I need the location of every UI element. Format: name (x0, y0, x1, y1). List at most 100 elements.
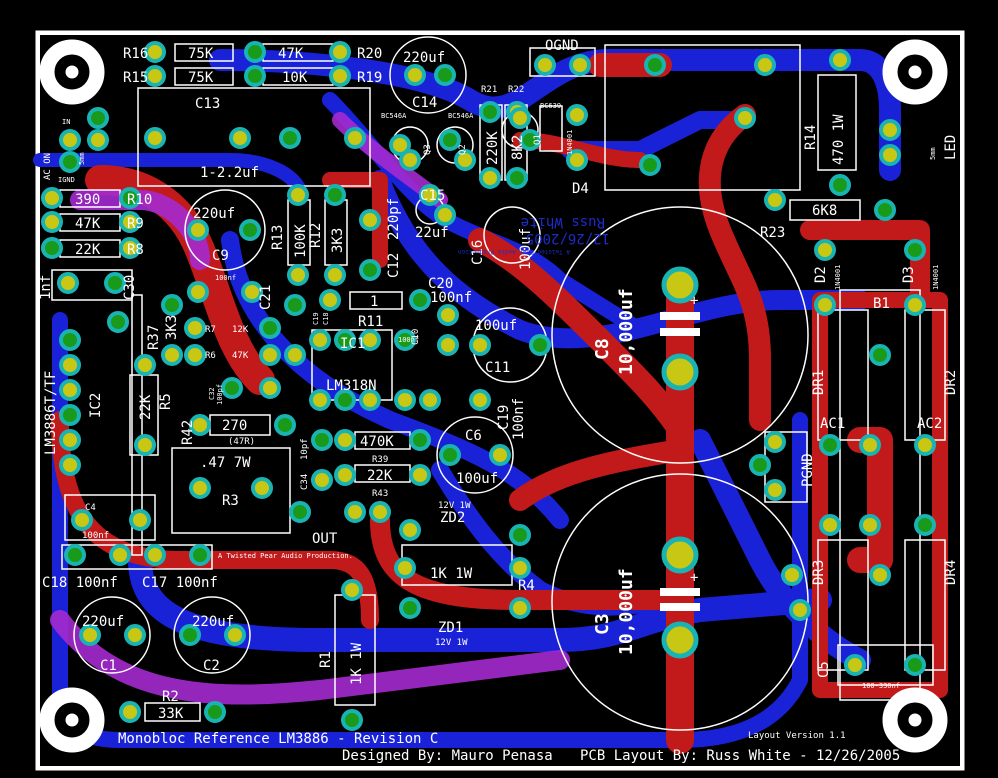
pad (479, 101, 501, 123)
pad (359, 259, 381, 281)
c4-label: C4 (85, 503, 96, 513)
r37-label: R37 (146, 325, 162, 350)
pad (764, 189, 786, 211)
pad (319, 289, 341, 311)
pad (274, 414, 296, 436)
pad (59, 151, 81, 173)
pad (334, 429, 356, 451)
r2-value: 33K (158, 706, 184, 722)
pad (814, 239, 836, 261)
twisted-label: A Twisted Pear Audio Production. (218, 552, 353, 560)
pad (399, 149, 421, 171)
pad (566, 104, 588, 126)
pad (189, 414, 211, 436)
pad (59, 354, 81, 376)
r7-label: R7 (205, 325, 216, 335)
pad (569, 54, 591, 76)
ac2-label: AC2 (917, 416, 942, 432)
pad (869, 564, 891, 586)
r2-label: R2 (162, 689, 179, 705)
d3-value: 1N4001 (932, 265, 940, 290)
bc639: BC639 (540, 102, 561, 110)
pad (814, 294, 836, 316)
r23-label: R23 (760, 225, 785, 241)
pad (109, 544, 131, 566)
c20-label: C20 (428, 276, 453, 292)
r42-label: R42 (180, 420, 196, 445)
pad (334, 329, 356, 351)
c17-label: C17 100nf (142, 575, 218, 591)
pad (311, 429, 333, 451)
c19-label: C19 (496, 405, 512, 430)
pad (124, 624, 146, 646)
q3-label: Q3 (423, 144, 433, 155)
pad (287, 264, 309, 286)
pad (324, 264, 346, 286)
r3-value: .47 7W (200, 455, 251, 471)
pad (41, 187, 63, 209)
pad (329, 41, 351, 63)
r6-value: 47K (232, 351, 249, 361)
r9-value: 47K (75, 216, 101, 232)
c10-label: C10 (411, 329, 421, 345)
pad (489, 444, 511, 466)
silk-text: R16 75K 47K R20 R15 75K 10K R19 220uf C1… (38, 38, 959, 764)
c2-label: C2 (203, 658, 220, 674)
r4-label: R4 (518, 578, 535, 594)
c10-value: 100nf (398, 336, 419, 344)
r6-label: R6 (205, 351, 216, 361)
r8-label: R8 (127, 242, 144, 258)
pad (341, 579, 363, 601)
capacitor-c3: C3 10,000uf + (551, 473, 809, 731)
pad (279, 127, 301, 149)
pad (79, 624, 101, 646)
pad (259, 377, 281, 399)
pad (344, 127, 366, 149)
c34-value: 10pf (300, 438, 310, 460)
date-rev: 12/26/2005 (526, 230, 610, 246)
layout-version: Layout Version 1.1 (748, 731, 846, 741)
pad (221, 377, 243, 399)
pad (904, 239, 926, 261)
pad (359, 329, 381, 351)
pad (469, 334, 491, 356)
pad (764, 431, 786, 453)
ac-5mm: 5mm (78, 152, 86, 165)
c11-label: C11 (485, 360, 510, 376)
pad (879, 144, 901, 166)
c5-value: 100-330nf (862, 682, 900, 690)
pcb-credit: PCB Layout By: Russ White - 12/26/2005 (580, 748, 900, 764)
c19-small: C19 (312, 312, 320, 325)
r9-label: R9 (127, 216, 144, 232)
pad (161, 294, 183, 316)
r5-value: 22K (138, 394, 154, 420)
c30-value: 1nf (38, 275, 54, 300)
c2-value: 220uf (192, 614, 234, 630)
pad (904, 294, 926, 316)
pad (389, 134, 411, 156)
pad (59, 379, 81, 401)
pad (134, 434, 156, 456)
pad (874, 199, 896, 221)
b1-label: B1 (873, 296, 890, 312)
r21-value: 220K (485, 131, 501, 165)
pad (309, 389, 331, 411)
pad (107, 311, 129, 333)
d2-value: 1N4001 (834, 265, 842, 290)
d4-label: D4 (572, 181, 589, 197)
pad (749, 454, 771, 476)
pad (781, 564, 803, 586)
pad (566, 149, 588, 171)
pad (259, 317, 281, 339)
c6-label: C6 (465, 428, 482, 444)
pad (334, 389, 356, 411)
pad (859, 514, 881, 536)
pad (819, 514, 841, 536)
pad (394, 557, 416, 579)
r1-value: 1K 1W (349, 642, 365, 685)
c32-value: 100pf (216, 384, 224, 405)
c6-value: 100uf (456, 471, 498, 487)
in-label: IN (62, 118, 70, 126)
pad (506, 167, 528, 189)
pad (534, 54, 556, 76)
